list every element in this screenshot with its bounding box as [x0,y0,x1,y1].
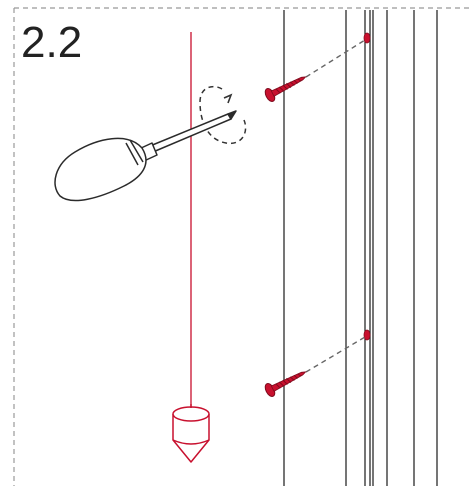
step-number: 2.2 [21,18,83,67]
plumb-bob-icon [172,404,210,463]
upper-screw-hole [363,32,371,44]
cabinet-side-panel [283,10,438,486]
screwdriver-icon [54,110,237,202]
screw-guide-lines [305,39,366,373]
screw-icon [264,76,307,102]
screw-icon [264,371,307,397]
lower-screw-hole [363,329,371,341]
dashed-frame [13,7,470,486]
rotation-arrow-icon [199,85,247,145]
